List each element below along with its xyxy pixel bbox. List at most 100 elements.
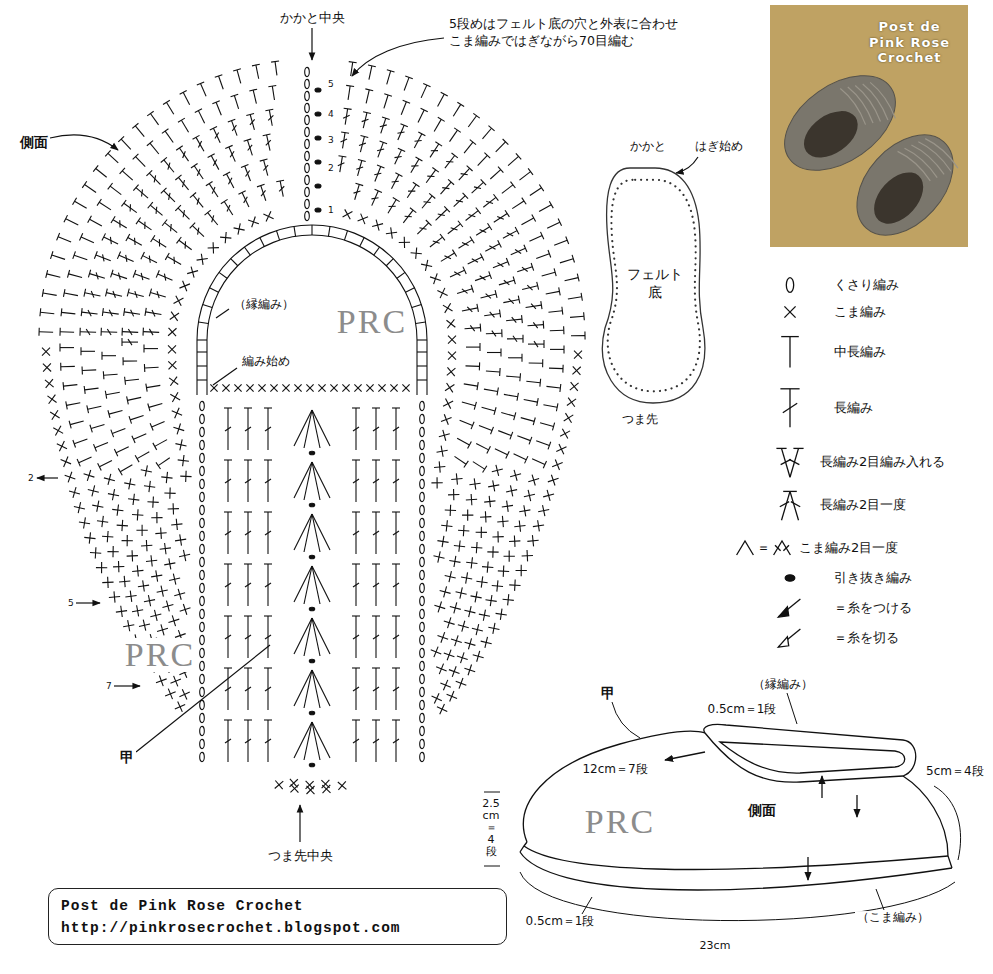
- stitch-stroke: [206, 181, 213, 185]
- stitch-stroke: [132, 565, 143, 576]
- stitch-symbol: [96, 562, 107, 573]
- stitch-stroke: [108, 183, 113, 189]
- stitch-stroke: [493, 262, 508, 268]
- stitch-stroke: [559, 384, 561, 392]
- stitch-stroke: [152, 422, 165, 427]
- stitch-symbol: [161, 157, 177, 174]
- stitch-stroke: [463, 193, 468, 199]
- stitch-stroke: [373, 427, 379, 431]
- stitch-stroke: [372, 407, 380, 408]
- stitch-stroke: [156, 239, 163, 246]
- stitch-stroke: [543, 490, 554, 501]
- stitch-stroke: [550, 330, 564, 332]
- stitch-symbol: [420, 414, 425, 423]
- stitch-stroke: [127, 550, 138, 561]
- stitch-stroke: [122, 535, 133, 546]
- stitch-stroke: [136, 157, 146, 167]
- stitch-stroke: [450, 602, 461, 613]
- tall-stitch: [392, 616, 400, 658]
- stitch-stroke: [119, 576, 130, 587]
- stitch-stroke: [537, 398, 538, 406]
- stitch-stroke: [435, 142, 442, 146]
- band-outer: [197, 225, 427, 395]
- direction-arrow: [665, 752, 705, 760]
- stitch-stroke: [305, 187, 310, 196]
- stitch-stroke: [420, 453, 425, 462]
- stitch-stroke: [69, 487, 80, 498]
- stitch-symbol: [545, 287, 560, 298]
- stitch-symbol: [127, 394, 142, 405]
- stitch-stroke: [245, 583, 251, 587]
- stitch-stroke: [521, 218, 533, 225]
- stitch-symbol: [270, 384, 277, 391]
- stitch-stroke: [509, 298, 514, 305]
- stitch-stroke: [440, 680, 450, 690]
- stitch-stroke: [242, 197, 249, 203]
- stitch-stroke: [447, 691, 457, 701]
- stitch-symbol: [448, 336, 456, 344]
- stitch-symbol: [200, 674, 205, 683]
- stitch-symbol: [318, 384, 325, 391]
- stitch-stroke: [305, 79, 310, 88]
- stitch-stroke: [213, 132, 220, 138]
- stitch-stroke: [552, 459, 562, 469]
- stitch-stroke: [510, 470, 521, 481]
- toe-outline: [520, 842, 527, 852]
- stitch-stroke: [88, 216, 92, 223]
- stitch-stroke: [570, 382, 579, 391]
- stitch-symbol: [169, 377, 178, 386]
- stitch-stroke: [210, 384, 217, 391]
- stitch-symbol: [305, 151, 310, 160]
- stitch-stroke: [170, 312, 179, 321]
- stitch-stroke: [112, 429, 125, 434]
- stitch-stroke: [200, 427, 205, 436]
- stitch-stroke: [158, 458, 170, 466]
- stitch-symbol: [533, 520, 544, 531]
- stitch-symbol: [305, 91, 310, 100]
- stitch-symbol: [431, 477, 442, 488]
- stitch-stroke: [488, 623, 499, 634]
- stitch-stroke: [378, 384, 385, 391]
- stitch-stroke: [156, 675, 167, 686]
- stitch-stroke: [65, 472, 76, 483]
- stitch-stroke: [533, 418, 535, 426]
- stitch-stroke: [220, 232, 231, 243]
- fan-stitch: [294, 618, 330, 663]
- stitch-symbol: [69, 417, 85, 428]
- stitch-stroke: [309, 451, 314, 455]
- stitch-stroke: [142, 222, 149, 229]
- stitch-stroke: [275, 781, 284, 790]
- stitch-stroke: [69, 274, 83, 278]
- stitch-stroke: [166, 102, 173, 114]
- stitch-stroke: [548, 475, 559, 486]
- vamp-stitches: [200, 384, 425, 766]
- stitch-stroke: [543, 340, 544, 348]
- leader-arrow: [311, 28, 312, 60]
- stitch-stroke: [438, 94, 445, 106]
- stitch-stroke: [382, 117, 390, 120]
- stitch-symbol: [486, 329, 502, 338]
- stitch-stroke: [352, 667, 360, 668]
- stitch-stroke: [179, 550, 190, 561]
- stitch-stroke: [253, 90, 256, 104]
- stitch-stroke: [264, 615, 272, 616]
- stitch-symbol: [265, 109, 276, 126]
- stitch-symbol: [471, 591, 482, 602]
- stitch-stroke: [420, 518, 425, 527]
- stitch-stroke: [195, 169, 202, 176]
- stitch-stroke: [584, 332, 585, 340]
- stitch-stroke: [451, 473, 462, 484]
- stitch-symbol: [469, 179, 486, 196]
- stitch-stroke: [420, 531, 425, 540]
- direction-arrow: [856, 795, 857, 817]
- stitch-symbol: [503, 296, 520, 307]
- stitch-stroke: [486, 199, 493, 206]
- stitch-stroke: [513, 277, 515, 285]
- stitch-stroke: [109, 591, 120, 602]
- stitch-stroke: [155, 528, 166, 539]
- stitch-symbol: [123, 620, 134, 631]
- tall-stitch: [392, 460, 400, 502]
- stitch-stroke: [456, 198, 463, 205]
- stitch-stroke: [264, 407, 272, 408]
- stitch-stroke: [244, 667, 252, 668]
